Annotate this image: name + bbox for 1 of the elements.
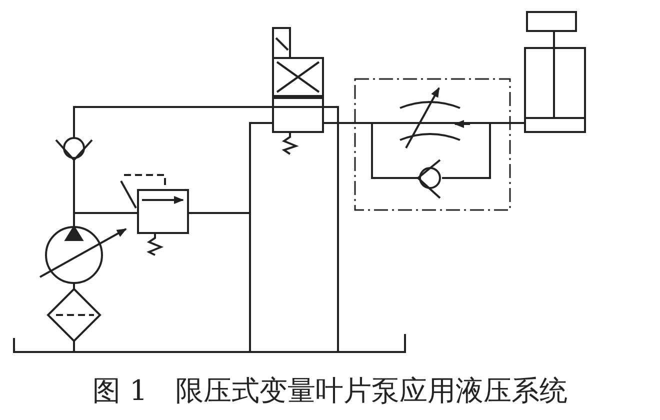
figure-caption: 图 1 限压式变量叶片泵应用液压系统 <box>92 373 568 409</box>
